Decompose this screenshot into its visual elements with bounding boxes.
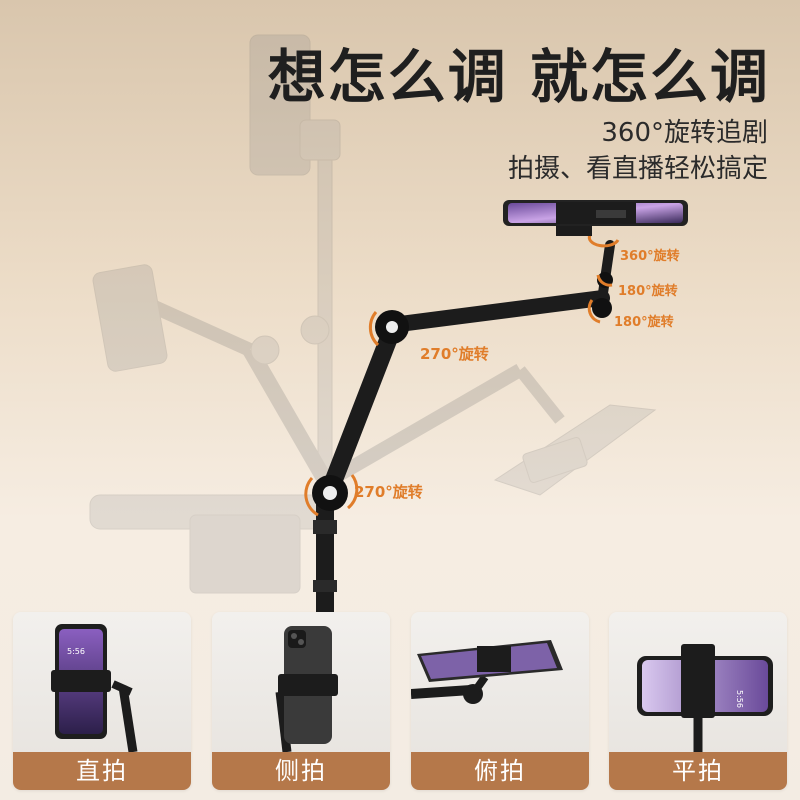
mode-card-side[interactable]: 侧拍 — [212, 612, 390, 790]
phone-overhead-icon — [411, 640, 563, 704]
rotation-label-360: 360°旋转 — [620, 249, 680, 264]
arm-segment-upper — [384, 290, 610, 333]
mode-card-landscape[interactable]: 5:56 平拍 — [609, 612, 787, 790]
subtitle-line2: 拍摄、看直播轻松搞定 — [507, 154, 768, 184]
rotation-label-270-base: 270°旋转 — [354, 483, 423, 501]
wrist-joint — [592, 298, 612, 318]
mode-label: 直拍 — [13, 752, 191, 790]
mode-label: 侧拍 — [212, 752, 390, 790]
rotation-label-180-a: 180°旋转 — [618, 284, 678, 299]
mode-label: 俯拍 — [411, 752, 589, 790]
mode-card-portrait[interactable]: 5:56 直拍 — [13, 612, 191, 790]
rotation-label-270-elbow: 270°旋转 — [420, 345, 489, 363]
svg-text:5:56: 5:56 — [67, 647, 85, 656]
headline: 想怎么调 就怎么调 — [267, 43, 770, 111]
svg-text:5:56: 5:56 — [735, 690, 744, 708]
mode-card-overhead[interactable]: 俯拍 — [411, 612, 589, 790]
subtitle-line1: 360°旋转追剧 — [601, 118, 768, 148]
phone-portrait-icon: 5:56 — [51, 624, 138, 752]
mode-cards: 5:56 直拍 侧拍 俯拍 — [0, 612, 800, 800]
stand-illustration — [89, 34, 688, 612]
rotation-label-180-b: 180°旋转 — [614, 315, 674, 330]
ghost-positions — [89, 34, 657, 611]
phone-landscape-icon: 5:56 — [637, 644, 773, 752]
phone-side-icon — [275, 626, 338, 752]
main-pole — [316, 500, 334, 612]
mode-label: 平拍 — [609, 752, 787, 790]
arm-segment-lower — [321, 321, 401, 499]
